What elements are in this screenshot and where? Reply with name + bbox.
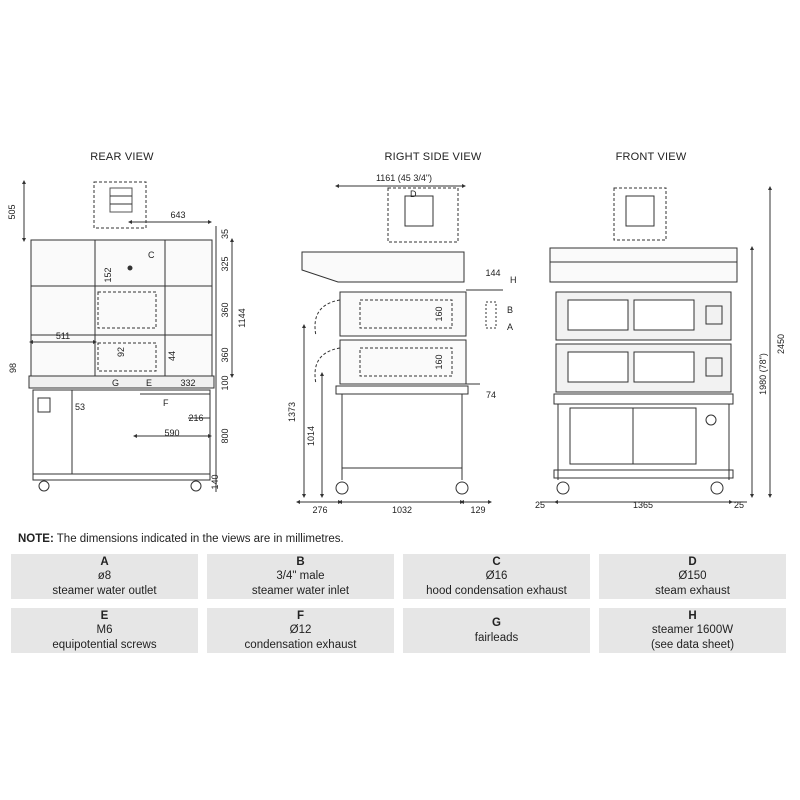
technical-drawing: REAR VIEW 505 643 35 bbox=[7, 151, 786, 515]
rear-dim-44: 44 bbox=[167, 351, 177, 361]
rear-dim-511: 511 bbox=[56, 331, 70, 341]
rear-dim-360a: 360 bbox=[220, 302, 230, 317]
rear-dim-100: 100 bbox=[220, 375, 230, 390]
legend-code: H bbox=[688, 609, 697, 622]
rear-label-e: E bbox=[146, 378, 152, 388]
rear-dim-325: 325 bbox=[220, 256, 230, 271]
legend-line1: Ø12 bbox=[289, 624, 312, 637]
legend-line2: equipotential screws bbox=[52, 638, 157, 651]
legend-code: B bbox=[296, 555, 305, 568]
rear-dim-360b: 360 bbox=[220, 347, 230, 362]
rear-dim-140: 140 bbox=[210, 474, 220, 489]
rear-label-f: F bbox=[163, 398, 169, 408]
front-hood bbox=[613, 187, 667, 241]
note-prefix: NOTE: bbox=[18, 533, 54, 545]
legend-line1: fairleads bbox=[474, 631, 519, 644]
side-dim-1373: 1373 bbox=[287, 402, 297, 422]
legend-code: G bbox=[492, 617, 501, 629]
rear-dim-590: 590 bbox=[164, 428, 179, 438]
side-oven-lower bbox=[339, 339, 467, 385]
side-dim-276: 276 bbox=[312, 505, 327, 515]
rear-dim-505: 505 bbox=[7, 204, 17, 219]
legend-line1: Ø150 bbox=[678, 570, 707, 583]
rear-dim-332: 332 bbox=[180, 378, 195, 388]
front-dim-25-right: 25 bbox=[734, 500, 744, 510]
legend-item-e: E M6 equipotential screws bbox=[11, 608, 198, 653]
rear-label-g: G bbox=[112, 378, 119, 388]
side-dim-160b: 160 bbox=[434, 354, 444, 369]
front-view-title: FRONT VIEW bbox=[616, 151, 687, 163]
rear-dim-800: 800 bbox=[220, 428, 230, 443]
side-dim-129: 129 bbox=[470, 505, 485, 515]
side-dim-1014: 1014 bbox=[306, 426, 316, 446]
legend-item-a: A ø8 steamer water outlet bbox=[11, 554, 198, 599]
rear-stand bbox=[32, 389, 211, 475]
dimensions-note: NOTE: The dimensions indicated in the vi… bbox=[18, 533, 344, 545]
side-label-d: D bbox=[410, 189, 417, 199]
legend-line2: steamer water outlet bbox=[52, 584, 157, 597]
legend-line1: Ø16 bbox=[485, 570, 508, 583]
legend-line2: (see data sheet) bbox=[650, 638, 735, 651]
rear-dim-98: 98 bbox=[8, 363, 18, 373]
side-view-title: RIGHT SIDE VIEW bbox=[385, 151, 482, 163]
rear-label-c: C bbox=[148, 250, 155, 260]
side-label-a: A bbox=[507, 322, 513, 332]
legend-line1: ø8 bbox=[97, 570, 112, 583]
rear-dim-643: 643 bbox=[170, 210, 185, 220]
legend-line1: 3/4" male bbox=[276, 570, 325, 583]
side-label-b: B bbox=[507, 305, 513, 315]
rear-hood bbox=[93, 181, 147, 229]
side-view: RIGHT SIDE VIEW bbox=[296, 151, 503, 504]
legend-code: C bbox=[492, 555, 501, 568]
legend-code: D bbox=[688, 555, 697, 568]
side-hood bbox=[387, 187, 459, 243]
legend-item-d: D Ø150 steam exhaust bbox=[599, 554, 786, 599]
rear-dim-152: 152 bbox=[103, 267, 113, 282]
legend-line1: steamer 1600W bbox=[651, 624, 734, 637]
connections-legend: A ø8 steamer water outlet B 3/4" male st… bbox=[11, 554, 791, 653]
side-dim-1032: 1032 bbox=[392, 505, 412, 515]
side-dim-144: 144 bbox=[485, 268, 500, 278]
front-dim-1365: 1365 bbox=[633, 500, 653, 510]
side-dim-160a: 160 bbox=[434, 306, 444, 321]
legend-line2: hood condensation exhaust bbox=[426, 584, 567, 597]
rear-view: REAR VIEW bbox=[22, 151, 234, 492]
legend-item-f: F Ø12 condensation exhaust bbox=[207, 608, 394, 653]
side-label-h: H bbox=[510, 275, 517, 285]
front-view: FRONT VIEW bbox=[540, 151, 772, 504]
legend-item-h: H steamer 1600W (see data sheet) bbox=[599, 608, 786, 653]
legend-item-g: G fairleads bbox=[403, 608, 590, 653]
rear-dim-216: 216 bbox=[188, 413, 203, 423]
legend-line1: M6 bbox=[96, 624, 113, 637]
note-text: The dimensions indicated in the views ar… bbox=[53, 533, 344, 545]
legend-line2: steamer water inlet bbox=[251, 584, 350, 597]
rear-dim-53: 53 bbox=[75, 402, 85, 412]
side-oven-upper bbox=[339, 291, 467, 337]
legend-code: E bbox=[100, 609, 109, 622]
front-dim-2450: 2450 bbox=[776, 334, 786, 354]
legend-code: F bbox=[296, 609, 305, 622]
side-dim-1161: 1161 (45 3/4") bbox=[376, 173, 432, 183]
rear-dim-35: 35 bbox=[220, 229, 230, 239]
legend-line2: steam exhaust bbox=[655, 584, 730, 597]
front-dim-1980: 1980 (78") bbox=[758, 353, 768, 395]
legend-code: A bbox=[100, 555, 109, 568]
legend-item-c: C Ø16 hood condensation exhaust bbox=[403, 554, 590, 599]
legend-line2: condensation exhaust bbox=[244, 638, 357, 651]
front-dim-25-left: 25 bbox=[535, 500, 545, 510]
rear-dim-1144: 1144 bbox=[237, 308, 247, 327]
rear-dim-92: 92 bbox=[116, 347, 126, 357]
rear-body bbox=[30, 239, 213, 377]
rear-view-title: REAR VIEW bbox=[90, 151, 154, 163]
side-dim-74: 74 bbox=[486, 390, 496, 400]
legend-item-b: B 3/4" male steamer water inlet bbox=[207, 554, 394, 599]
